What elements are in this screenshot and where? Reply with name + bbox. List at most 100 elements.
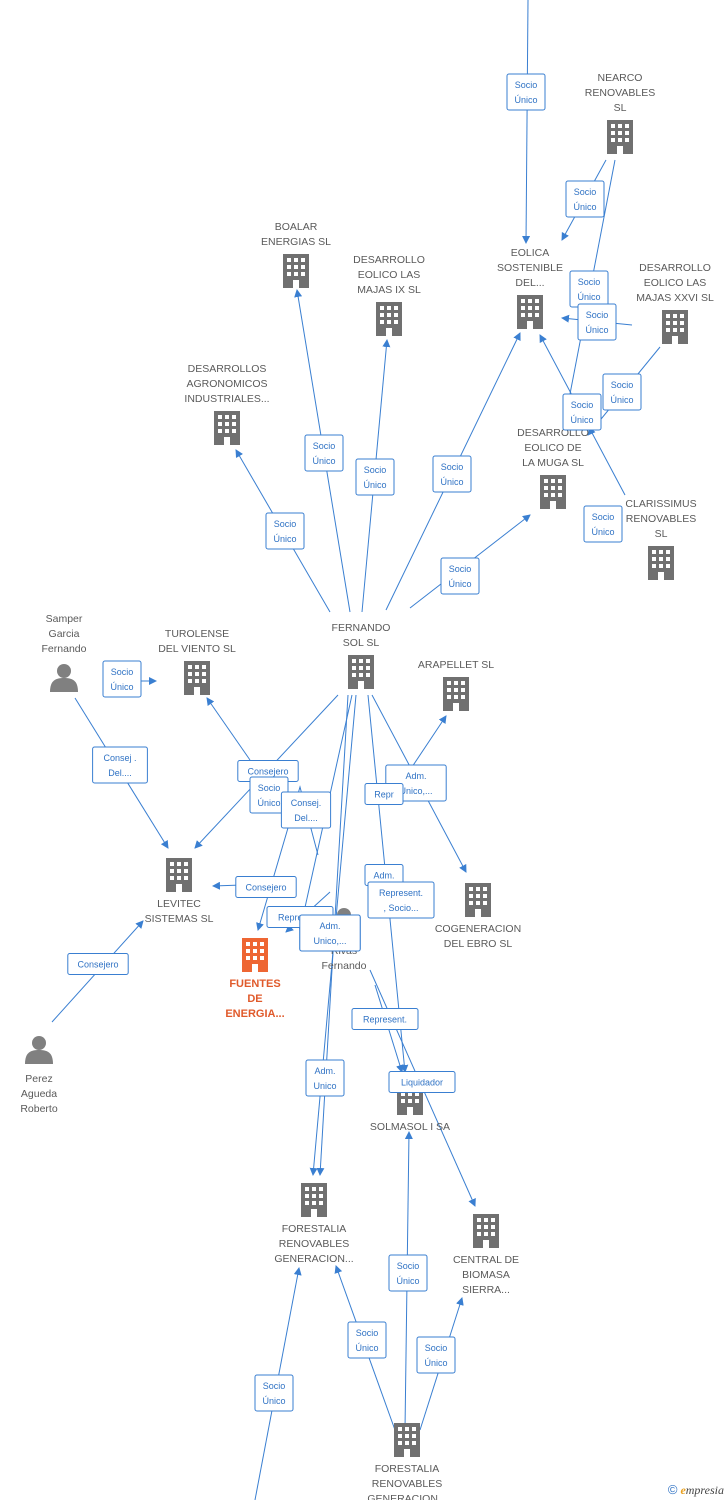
edge-label-text: Socio bbox=[574, 187, 597, 197]
edge-label-text: Único bbox=[440, 477, 463, 487]
edge-label-22[interactable]: Adm.Unico,... bbox=[299, 914, 361, 952]
edge-label-box bbox=[67, 953, 129, 975]
edge-label-text: Represent. bbox=[379, 888, 423, 898]
node-label: AGRONOMICOS bbox=[186, 378, 267, 390]
edge-0 bbox=[522, 0, 531, 244]
building-icon bbox=[662, 310, 688, 344]
edge-label-text: Único bbox=[514, 95, 537, 105]
building-icon bbox=[648, 546, 674, 580]
edge-label-24[interactable]: Represent., Socio... bbox=[367, 881, 435, 919]
node-label: BOALAR bbox=[275, 221, 318, 233]
node-forestalia2[interactable]: FORESTALIARENOVABLESGENERACION... bbox=[367, 1423, 447, 1500]
node-label: GENERACION... bbox=[274, 1253, 353, 1265]
node-label: FUENTES bbox=[229, 978, 280, 990]
edge-label-text: Único bbox=[573, 202, 596, 212]
edge-label-26[interactable]: Represent. bbox=[351, 1008, 419, 1030]
node-forestalia1[interactable]: FORESTALIARENOVABLESGENERACION... bbox=[274, 1183, 354, 1265]
edge-label-text: Único bbox=[448, 579, 471, 589]
edge-label-box bbox=[388, 1254, 428, 1292]
copyright-mark[interactable]: © empresia bbox=[668, 1482, 724, 1498]
edge-label-16[interactable]: Consej.Del.... bbox=[280, 791, 332, 829]
edge-label-20[interactable]: Consejero bbox=[235, 876, 297, 898]
node-label: SL bbox=[614, 102, 627, 114]
edge-label-text: Socio bbox=[441, 462, 464, 472]
edge-label-text: Único bbox=[262, 1396, 285, 1406]
edge-label-box bbox=[355, 458, 395, 496]
edge-label-box bbox=[280, 791, 332, 829]
edge-label-14[interactable]: Consejero bbox=[237, 760, 299, 782]
edge-label-text: Único bbox=[312, 456, 335, 466]
node-arapellet[interactable]: ARAPELLET SL bbox=[418, 659, 494, 711]
node-label: CENTRAL DE bbox=[453, 1254, 519, 1266]
node-label: RENOVABLES bbox=[626, 513, 696, 525]
node-label: MAJAS XXVI SL bbox=[636, 292, 714, 304]
edge-label-19[interactable]: Repr bbox=[364, 783, 404, 805]
edge-label-box bbox=[562, 393, 602, 431]
edge-label-text: Adm. bbox=[314, 1066, 335, 1076]
node-label: INDUSTRIALES... bbox=[184, 393, 269, 405]
edge-label-text: Único bbox=[257, 798, 280, 808]
edge-label-text: Socio bbox=[449, 564, 472, 574]
node-fuentes[interactable]: FUENTESDEENERGIA... bbox=[225, 938, 285, 1020]
node-label: ENERGIA... bbox=[225, 1008, 284, 1020]
building-icon bbox=[607, 120, 633, 154]
node-label: RENOVABLES bbox=[372, 1478, 442, 1490]
node-label: SOSTENIBLE bbox=[497, 262, 563, 274]
edge-label-box bbox=[304, 434, 344, 472]
node-solmasol[interactable]: SOLMASOL I SA bbox=[370, 1081, 450, 1133]
edge-label-25[interactable]: Consejero bbox=[67, 953, 129, 975]
edge-label-text: Socio bbox=[263, 1381, 286, 1391]
node-label: Samper bbox=[46, 613, 83, 625]
edge-label-text: Único bbox=[396, 1276, 419, 1286]
edge-label-28[interactable]: Liquidador bbox=[388, 1071, 456, 1093]
building-icon bbox=[301, 1183, 327, 1217]
node-agro[interactable]: DESARROLLOSAGRONOMICOSINDUSTRIALES... bbox=[184, 363, 270, 445]
node-central[interactable]: CENTRAL DEBIOMASASIERRA... bbox=[453, 1214, 519, 1296]
node-label: SOL SL bbox=[343, 637, 380, 649]
edge-label-box bbox=[305, 1059, 345, 1097]
brand-name: mpresia bbox=[685, 1483, 724, 1497]
edge-label-box bbox=[367, 881, 435, 919]
building-icon bbox=[443, 677, 469, 711]
copyright-icon: © bbox=[667, 1482, 678, 1497]
node-label: SISTEMAS SL bbox=[145, 913, 214, 925]
node-label: EOLICO LAS bbox=[644, 277, 706, 289]
building-icon bbox=[465, 883, 491, 917]
edge-label-27[interactable]: Adm.Unico bbox=[305, 1059, 345, 1097]
edge-label-box bbox=[416, 1336, 456, 1374]
building-icon bbox=[473, 1214, 499, 1248]
node-label: EOLICO DE bbox=[524, 442, 581, 454]
edge-label-box bbox=[506, 73, 546, 111]
edge-label-13[interactable]: Consej .Del.... bbox=[92, 746, 148, 784]
node-eolica[interactable]: EOLICASOSTENIBLEDEL... bbox=[497, 247, 563, 329]
